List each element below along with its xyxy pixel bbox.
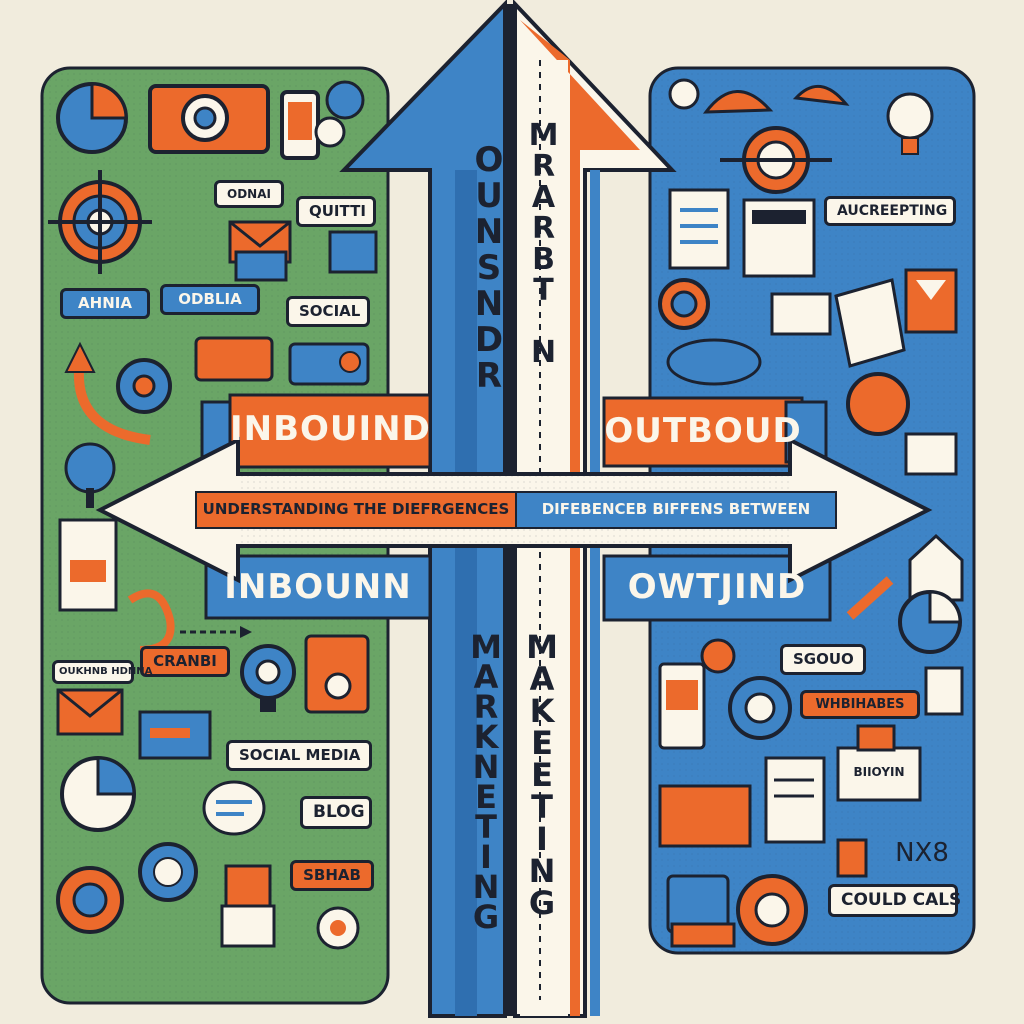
right-label-biioyin: BIIOYIN bbox=[853, 765, 905, 779]
banner-inbound-bottom bbox=[204, 554, 432, 620]
banner-outbound-top bbox=[602, 396, 828, 468]
vertical-text-right-top: MRARBT N bbox=[526, 118, 561, 366]
speech-bubble-icon bbox=[846, 372, 910, 436]
medal-icon bbox=[736, 874, 808, 946]
left-label-sbhab: SBHAB bbox=[290, 860, 374, 891]
cloud-icon bbox=[666, 338, 762, 386]
pie-chart-icon bbox=[56, 82, 128, 154]
mobile-icon bbox=[658, 662, 706, 750]
card-icon bbox=[770, 292, 832, 336]
curved-arrow-icon bbox=[64, 341, 151, 445]
tv-icon bbox=[658, 784, 752, 848]
magnifier-icon bbox=[658, 278, 710, 330]
left-label-ahnia: AHNIA bbox=[60, 288, 150, 319]
banner-inbound-top-label: INBOUIND bbox=[230, 409, 431, 449]
left-label-blog: BLOG bbox=[300, 796, 372, 829]
tree-icon bbox=[64, 442, 116, 508]
dotted-arrow-icon bbox=[180, 626, 252, 638]
left-label-odnai: ODNAI bbox=[214, 180, 284, 208]
target-icon bbox=[48, 170, 152, 274]
gear-icon bbox=[116, 358, 172, 414]
orange-badge-icon bbox=[56, 866, 124, 934]
vertical-text-left-top: OUNSNDR bbox=[469, 140, 509, 392]
house-doc-icon bbox=[908, 533, 964, 602]
vertical-text-right-bottom: MAKEETING bbox=[523, 628, 561, 916]
orange-circle-icon bbox=[700, 638, 736, 674]
newspaper-icon bbox=[742, 198, 816, 278]
chat-bubble-icon bbox=[202, 780, 266, 836]
radio-icon bbox=[666, 874, 736, 948]
globe-icon bbox=[314, 80, 365, 148]
hourglass-icon bbox=[904, 268, 958, 334]
right-label-whbihabes: WHBIHABES bbox=[800, 690, 920, 719]
megaphone-icon bbox=[668, 78, 850, 114]
rocket-arrow-icon bbox=[846, 576, 894, 620]
mail-icon bbox=[56, 688, 124, 736]
note-icon bbox=[904, 432, 958, 476]
scale-icon bbox=[720, 126, 832, 194]
arrow-text-left: UNDERSTANDING THE DIEFRGENCES bbox=[202, 500, 510, 518]
left-label-oukhnb: OUKHNB HDNNA bbox=[52, 660, 152, 684]
camera-icon bbox=[148, 84, 270, 154]
box-icon bbox=[220, 864, 276, 948]
monitor-icon bbox=[836, 724, 922, 802]
left-label-social-media: SOCIAL MEDIA bbox=[226, 740, 372, 771]
record-icon bbox=[316, 906, 360, 950]
headset-icon bbox=[728, 676, 792, 740]
banner-inbound-top bbox=[200, 393, 432, 469]
phone-handset-icon bbox=[836, 838, 868, 878]
browser-card-icon bbox=[138, 710, 212, 760]
left-label-quitti: QUITTI bbox=[296, 196, 376, 227]
desktop-icon bbox=[924, 666, 964, 716]
banner-outbound-top-label: OUTBOUD bbox=[604, 411, 802, 451]
left-label-social: SOCIAL bbox=[286, 296, 370, 327]
phone-card-icon bbox=[304, 634, 370, 714]
right-label-aucreepting: AUCREEPTING bbox=[824, 196, 956, 226]
vertical-text-left-bottom: MARKNETING bbox=[467, 628, 505, 928]
chat-card-icon bbox=[194, 336, 370, 386]
letter-icon bbox=[834, 278, 906, 368]
left-label-cranbi: CRANBI bbox=[140, 646, 230, 677]
clipboard-icon bbox=[668, 188, 730, 270]
double-arrow bbox=[95, 436, 933, 584]
flag-icon bbox=[328, 230, 378, 274]
location-pin-icon bbox=[240, 644, 296, 712]
world-icon bbox=[138, 842, 198, 902]
banner-outbound-bottom-label: OWTJIND bbox=[627, 567, 807, 607]
right-label-could-cals: COULD CALS bbox=[828, 884, 961, 917]
page-icon bbox=[764, 756, 826, 844]
lightbulb-icon bbox=[886, 92, 934, 155]
right-label-sgouo: SGOUO bbox=[780, 644, 866, 675]
arrow-text-right: DIFEBENCEB BIFFENS BETWEEN bbox=[541, 500, 811, 518]
envelope-icon bbox=[228, 220, 292, 282]
right-label-nx8: NX8 bbox=[895, 838, 949, 868]
smartphone-icon bbox=[280, 90, 320, 160]
pie-icon-right bbox=[898, 590, 962, 654]
document-icon bbox=[58, 518, 118, 612]
left-label-odblia: ODBLIA bbox=[160, 284, 260, 315]
banner-inbound-bottom-label: INBOUNN bbox=[224, 567, 412, 607]
clock-icon bbox=[60, 756, 136, 832]
